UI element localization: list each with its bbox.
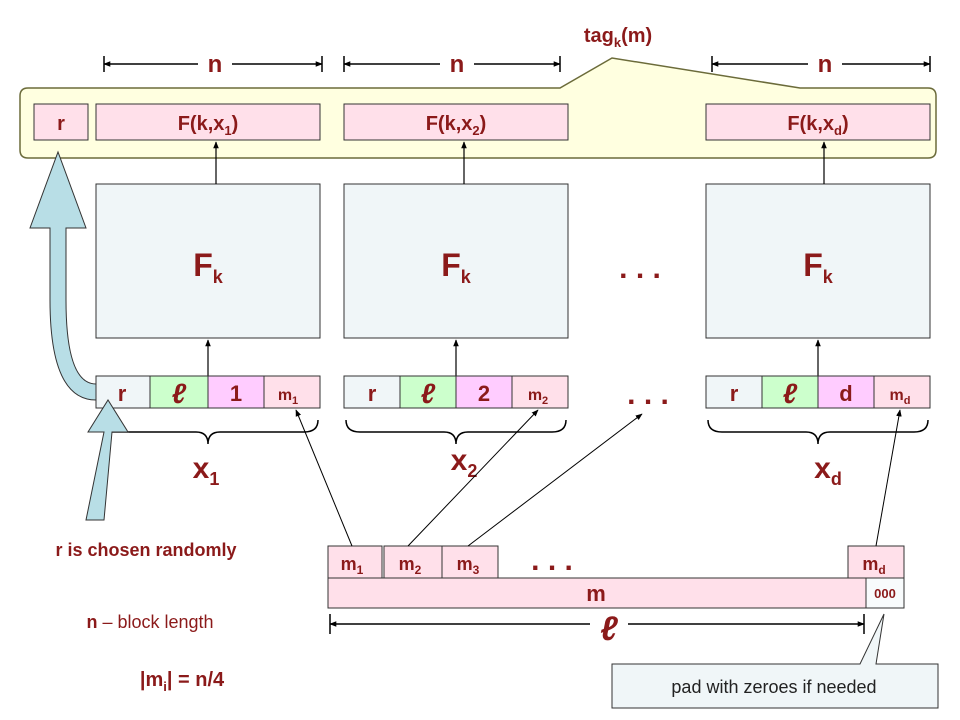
pad-callout [611,613,939,709]
n-dimension-2: n [343,51,561,78]
block-m-label: m2 [528,387,548,407]
message-bar [327,577,867,609]
block-ell-label: ℓ [783,378,798,409]
n-label: n [450,51,465,78]
x1-label: x1 [193,452,220,489]
ellipsis-prf: . . . [619,252,661,285]
length-dimension: ℓ [329,610,865,648]
output-cell-1 [95,103,321,141]
n-dimension-1: n [103,51,323,78]
block-ell-label: ℓ [421,378,436,409]
block-m-cell [873,375,931,409]
prf-label-2: Fk [441,247,472,287]
x2-label: x2 [451,444,478,481]
pad-label: 000 [874,586,896,601]
map-arrow-m1 [295,409,353,547]
map-arrow-m3 [467,413,643,547]
prf-box-2 [343,183,569,339]
output-cell-2-label: F(k,x2) [426,113,487,138]
map-arrow-m2 [407,409,539,547]
message-block-3-label: m3 [457,554,480,577]
block-m-cell [511,375,569,409]
message-block-d-label: md [862,554,885,577]
output-cell-3 [705,103,931,141]
output-cell-2 [343,103,569,141]
prf-label-1: Fk [193,247,224,287]
block-xd: r ℓ d md [705,375,931,409]
tag-label: tagk(m) [584,25,652,50]
prf-label-3: Fk [803,247,834,287]
block-r-cell [705,375,763,409]
output-r-label: r [57,113,65,135]
message-block-2-label: m2 [399,554,422,577]
block-ell-cell [399,375,457,409]
r-copy-arrow [29,150,97,401]
message-block-3 [441,545,499,579]
brace-x2 [345,419,567,445]
block-ell-label: ℓ [172,378,187,409]
block-r-label: r [730,381,739,406]
block-x1: r ℓ 1 m1 [95,375,321,409]
mi-note: |mi| = n/4 [140,669,225,694]
block-m-cell [263,375,321,409]
n-note: n – block length [86,612,213,632]
block-r-cell [95,375,151,409]
message-block-1 [327,545,383,579]
random-note: r is chosen randomly [55,540,236,560]
block-x2: r ℓ 2 m2 [343,375,569,409]
brace-x1 [97,419,319,445]
message-label: m [586,581,606,606]
random-r-arrow [85,399,129,521]
pad-callout-text: pad with zeroes if needed [671,677,876,697]
n-label: n [208,51,223,78]
block-r-cell [343,375,401,409]
xd-label: xd [814,452,842,489]
block-ell-cell [149,375,209,409]
brace-xd [707,419,929,445]
block-idx-cell [207,375,265,409]
block-idx-label: 2 [478,381,490,406]
output-cell-3-label: F(k,xd) [787,113,848,138]
block-ell-cell [761,375,819,409]
block-m-label: m1 [278,387,298,407]
block-idx-label: 1 [230,381,242,406]
block-m-label: md [890,387,911,407]
block-idx-label: d [839,381,852,406]
output-r-cell [33,103,89,141]
ellipsis-blocks: . . . [627,378,669,411]
block-r-label: r [118,381,127,406]
block-idx-cell [817,375,875,409]
output-cell-1-label: F(k,x1) [178,113,239,138]
block-r-label: r [368,381,377,406]
n-dimension-3: n [711,51,931,78]
ellipsis-message: . . . [531,544,573,577]
map-arrow-md [875,409,902,547]
prf-box-1 [95,183,321,339]
n-label: n [818,51,833,78]
message-block-1-label: m1 [341,554,364,577]
block-idx-cell [455,375,513,409]
prf-box-3 [705,183,931,339]
pad-cell [865,577,905,609]
length-label: ℓ [600,610,618,648]
